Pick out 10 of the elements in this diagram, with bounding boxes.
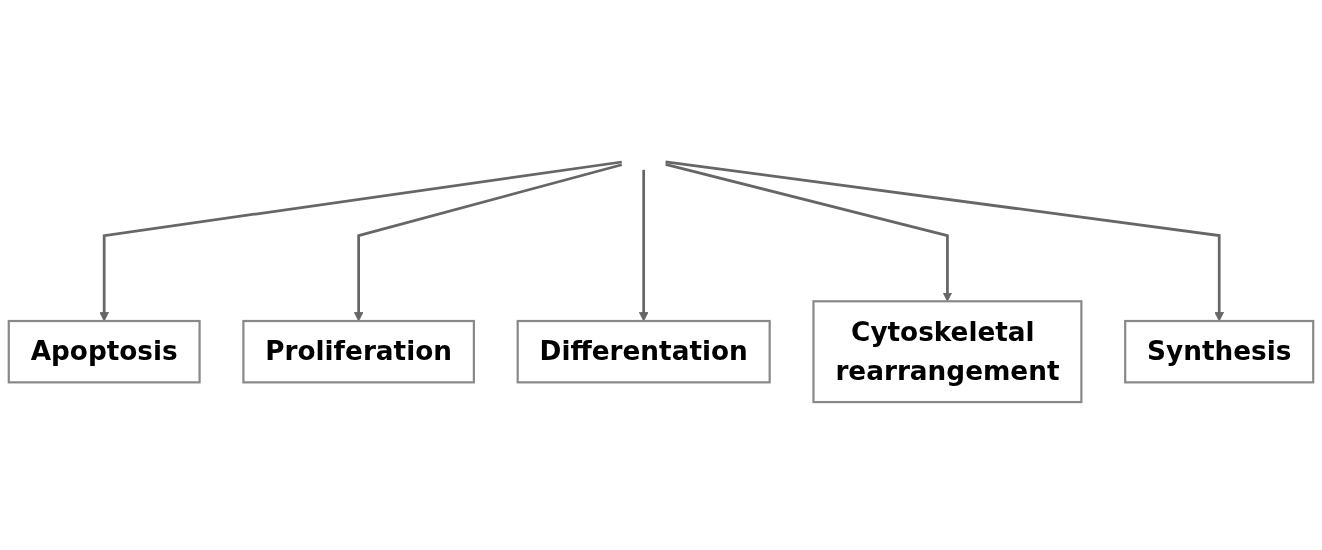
process-box: Proliferation xyxy=(242,319,475,384)
process-box: Cytoskeletal rearrangement xyxy=(812,300,1083,404)
arrow xyxy=(99,160,622,322)
arrow xyxy=(665,163,953,302)
arrow xyxy=(638,169,649,322)
process-box: Apoptosis xyxy=(7,319,201,384)
process-box: Differentation xyxy=(516,319,771,384)
process-box: Synthesis xyxy=(1124,319,1315,384)
arrow xyxy=(665,160,1225,322)
arrow xyxy=(353,163,623,322)
